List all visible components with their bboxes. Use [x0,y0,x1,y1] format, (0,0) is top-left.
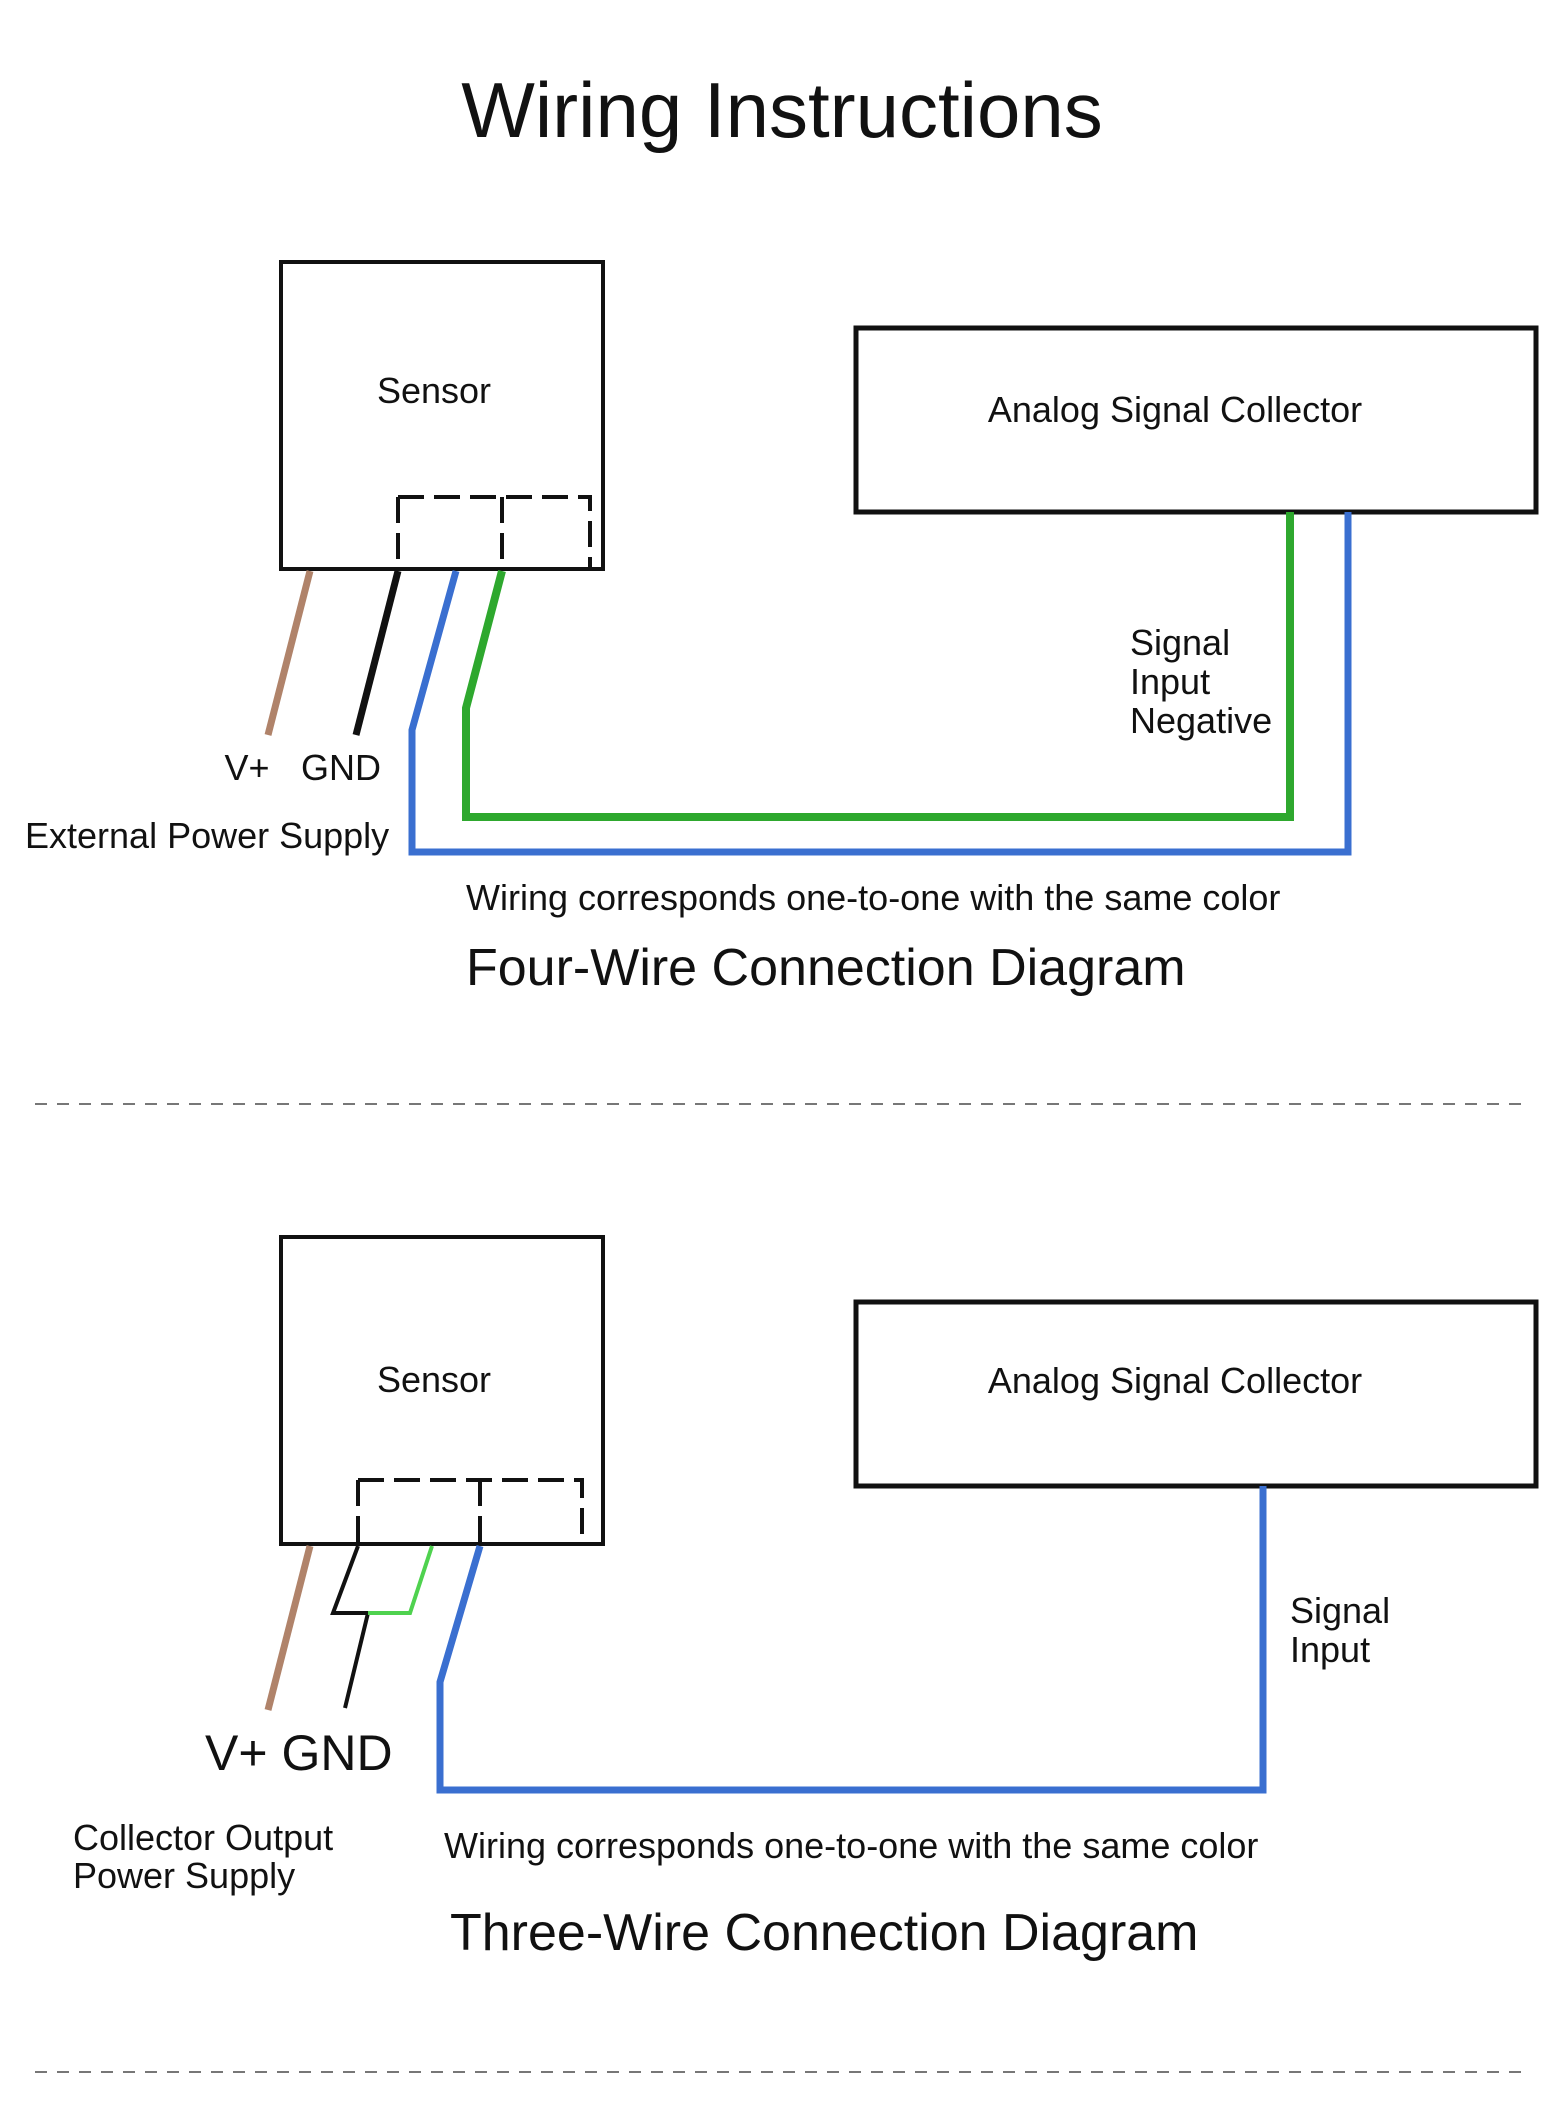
signal-label-line-1: Signal [1290,1590,1390,1631]
vplus-label: V+ [224,747,269,788]
collector-label: Analog Signal Collector [988,389,1362,430]
sensor-box [279,1235,605,1546]
black-wire [352,570,402,736]
external-power-label: External Power Supply [25,815,389,856]
brown-wire [264,1545,314,1711]
sensor-label: Sensor [377,370,491,411]
three-wire-diagram: Sensor Analog Signal Collector V+ GND Co… [73,1235,1539,1962]
collector-power-label-line-2: Power Supply [73,1855,295,1896]
collector-power-label-line-1: Collector Output [73,1817,333,1858]
sensor-label: Sensor [377,1359,491,1400]
collector-label: Analog Signal Collector [988,1360,1362,1401]
wiring-note: Wiring corresponds one-to-one with the s… [444,1825,1258,1866]
black-wire [330,1545,371,1709]
sensor-box [279,260,605,571]
collector-box [853,1299,1539,1489]
diagram-caption: Four-Wire Connection Diagram [466,939,1186,997]
gnd-label: GND [301,747,381,788]
blue-wire [408,512,1352,856]
vplus-gnd-label: V+ GND [205,1725,393,1781]
diagram-caption: Three-Wire Connection Diagram [450,1904,1199,1962]
signal-label-line-1: Signal [1130,622,1230,663]
four-wire-diagram: Sensor Analog Signal Collector V+ GND Ex… [25,260,1539,997]
signal-label-line-2: Input [1290,1629,1370,1670]
brown-wire [264,570,314,736]
signal-label-line-3: Negative [1130,700,1272,741]
page-title: Wiring Instructions [461,66,1103,154]
terminal-block [356,1478,584,1544]
wiring-note: Wiring corresponds one-to-one with the s… [466,877,1280,918]
green-wire [462,512,1294,821]
signal-label-line-2: Input [1130,661,1210,702]
blue-wire [436,1486,1267,1794]
green-jumper-wire [368,1545,434,1615]
terminal-block [396,495,592,569]
collector-box [853,325,1539,515]
